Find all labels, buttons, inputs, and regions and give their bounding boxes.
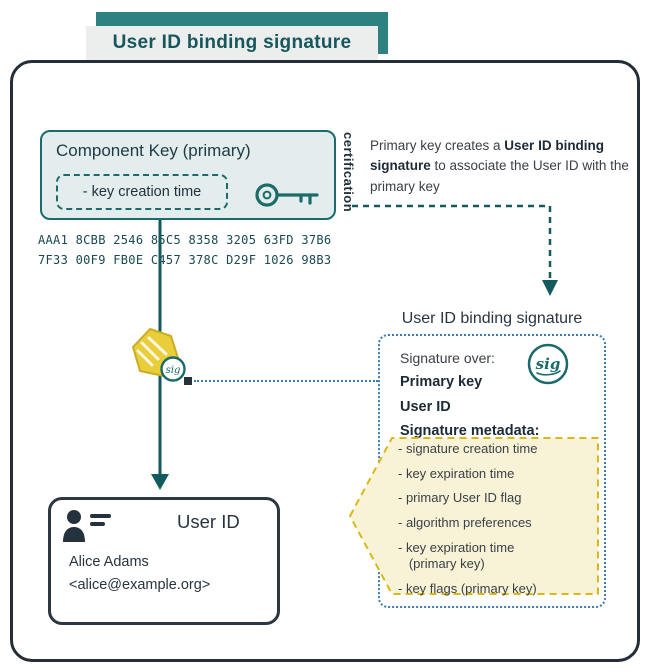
metadata-item: - signature creation time: [398, 441, 538, 456]
user-id-card: User ID Alice Adams <alice@example.org>: [48, 497, 280, 625]
connector-square: [184, 377, 192, 385]
fingerprint-line-1: AAA1 8CBB 2546 85C5 8358 3205 63FD 37B6: [38, 233, 332, 247]
fingerprint-line-2: 7F33 00F9 FB0E C457 378C D29F 1026 98B3: [38, 252, 332, 267]
annotation-post: to associate the User ID with the primar…: [370, 158, 629, 194]
certification-dashed-arrow: [352, 204, 558, 296]
signed-item-user-id: User ID: [400, 399, 451, 415]
signed-item-primary-key: Primary key: [400, 374, 483, 390]
metadata-item: - primary User ID flag: [398, 490, 522, 506]
metadata-highlight-shape: [349, 437, 599, 595]
binding-signature-title: User ID binding signature: [401, 310, 583, 327]
page-title: User ID binding signature: [86, 26, 378, 60]
user-id-name: Alice Adams: [69, 554, 149, 570]
sig-stamp-icon: sig: [527, 343, 569, 385]
component-key-box: Component Key (primary) - key creation t…: [40, 130, 336, 220]
seal-sig-label: sig: [166, 365, 181, 376]
key-fingerprint: AAA1 8CBB 2546 85C5 8358 3205 63FD 37B6 …: [38, 231, 331, 271]
dotted-connector-line: [194, 380, 378, 382]
annotation-pre: Primary key creates a: [370, 138, 505, 153]
diagram-frame: [10, 60, 640, 662]
annotation-bold: User ID binding signature: [370, 138, 605, 174]
user-id-card-title: User ID: [177, 511, 240, 532]
user-id-email: <alice@example.org>: [69, 577, 211, 593]
metadata-item: - key expiration time (primary key): [398, 539, 515, 572]
page-title-text: User ID binding signature: [112, 32, 352, 53]
key-icon: [255, 183, 319, 207]
stamp-sig-label: sig: [536, 355, 561, 373]
component-key-title: Component Key (primary): [56, 141, 251, 160]
key-creation-time-field: - key creation time: [56, 174, 228, 210]
signature-over-label: Signature over:: [400, 350, 495, 366]
signature-metadata-label: Signature metadata:: [400, 423, 540, 439]
metadata-item: - key flags (primary key): [398, 580, 537, 596]
metadata-item: - key expiration time: [398, 465, 515, 481]
metadata-item: - algorithm preferences: [398, 514, 532, 530]
id-card-person-icon: [63, 510, 111, 542]
signature-seal-icon: sig: [132, 328, 186, 382]
annotation-text: Primary key creates a User ID binding si…: [370, 136, 646, 197]
signature-metadata-list: - signature creation time - key expirati…: [398, 441, 537, 597]
certification-label: certification: [341, 132, 356, 213]
